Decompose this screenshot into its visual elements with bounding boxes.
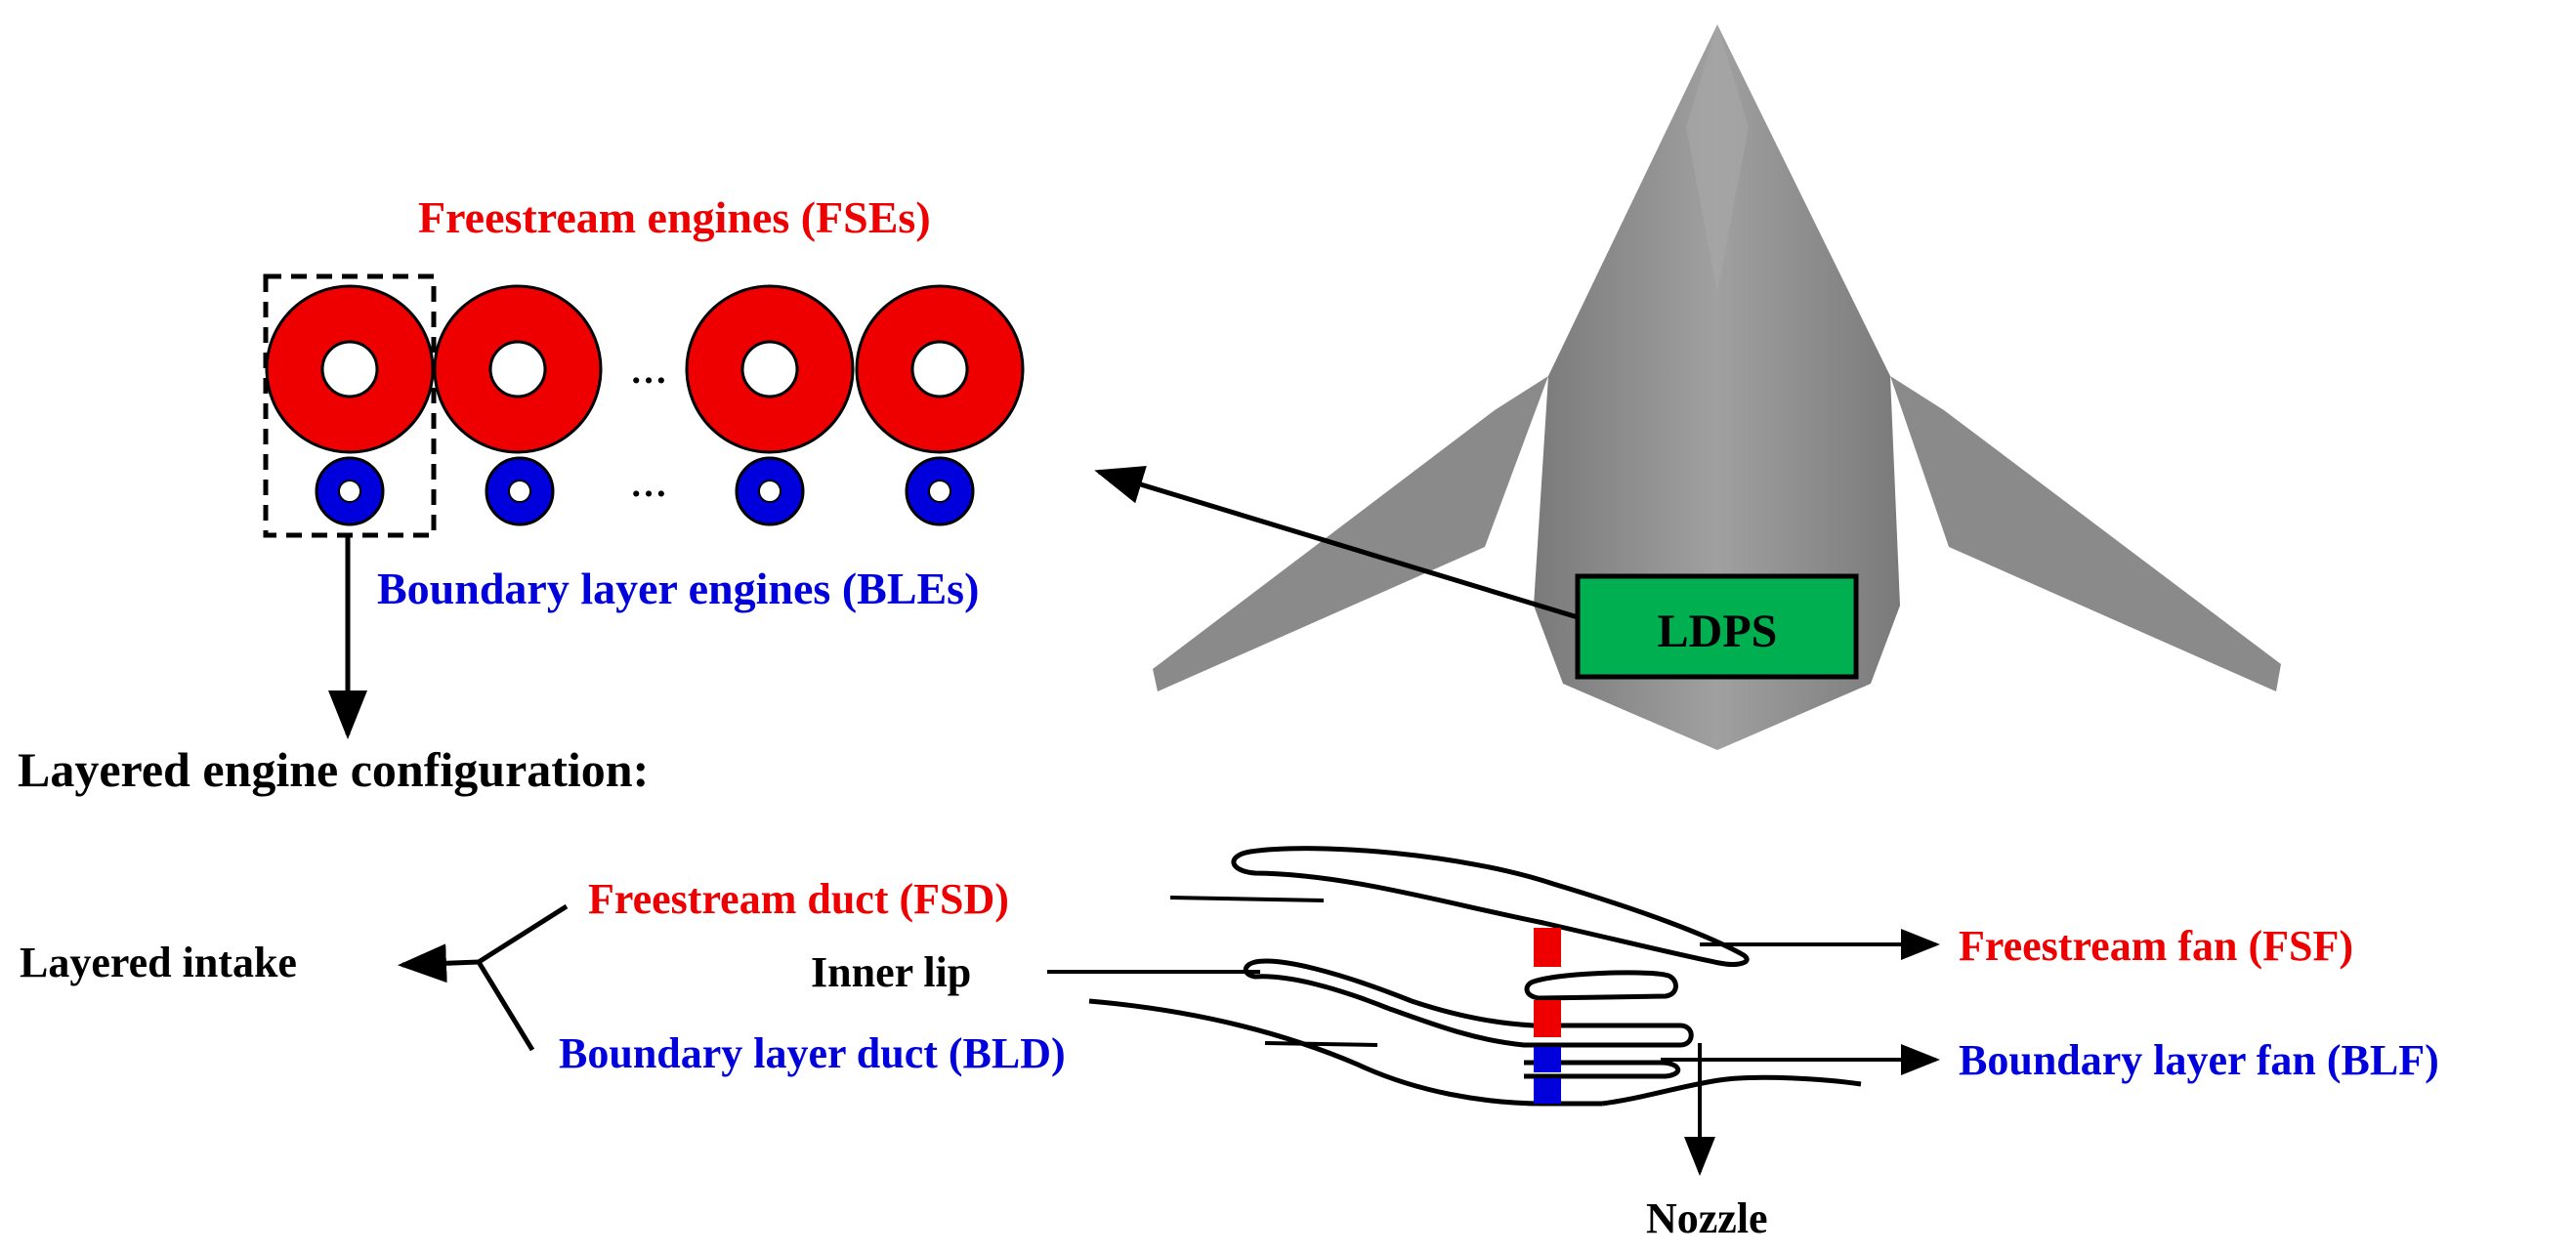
nozzle-plug — [1601, 1074, 1862, 1107]
layered-config-title: Layered engine configuration: — [18, 742, 649, 797]
leader-lines — [1047, 896, 1378, 1047]
fse-engine — [855, 284, 1025, 454]
engine-cross-section — [1088, 846, 1862, 1107]
ble-ellipsis: … — [630, 464, 667, 505]
layered-intake-label: Layered intake — [20, 939, 297, 986]
nozzle-label: Nozzle — [1646, 1194, 1768, 1242]
inner-lip-outline — [1243, 958, 1694, 1048]
fsd-label: Freestream duct (FSD) — [588, 875, 1009, 923]
fse-engine — [265, 284, 435, 454]
fse-engine — [433, 284, 603, 454]
outer-nacelle-outline — [1231, 846, 1750, 967]
fan-bars — [1534, 928, 1561, 1104]
outer-duct-wall — [1088, 998, 1602, 1107]
blf-fan-lower — [1534, 1078, 1561, 1104]
bld-label: Boundary layer duct (BLD) — [559, 1029, 1066, 1077]
fse-title: Freestream engines (FSEs) — [418, 192, 931, 242]
ble-row — [315, 456, 975, 526]
fsf-fan-upper — [1534, 928, 1561, 967]
core-outline — [1524, 970, 1678, 1001]
bl-duct-wall — [1524, 1060, 1680, 1079]
aircraft-nose-highlight — [1686, 24, 1749, 293]
aircraft-right-wing — [1890, 376, 2281, 691]
blf-fan-upper — [1534, 1047, 1561, 1072]
ble-title: Boundary layer engines (BLEs) — [377, 564, 979, 613]
ldps-to-engines-arrow — [1094, 465, 1579, 620]
ble-engine — [735, 456, 805, 526]
fse-ellipsis: … — [630, 351, 667, 392]
ldps-label: LDPS — [1658, 606, 1778, 657]
aircraft-top-view: LDPS — [1153, 24, 2281, 750]
fsf-label: Freestream fan (FSF) — [1959, 922, 2353, 970]
aircraft-left-wing — [1153, 376, 1548, 691]
blf-label: Boundary layer fan (BLF) — [1959, 1036, 2439, 1084]
inner-lip-label: Inner lip — [811, 948, 971, 996]
fse-engine — [685, 284, 855, 454]
aircraft-fuselage — [1534, 24, 1900, 750]
fse-row — [265, 284, 1025, 454]
ble-engine — [905, 456, 975, 526]
ldps-box — [1575, 573, 1859, 680]
intake-branch-lines — [398, 903, 569, 1052]
ble-engine — [485, 456, 555, 526]
ble-engine — [315, 456, 385, 526]
fsf-fan-lower — [1534, 1000, 1561, 1037]
